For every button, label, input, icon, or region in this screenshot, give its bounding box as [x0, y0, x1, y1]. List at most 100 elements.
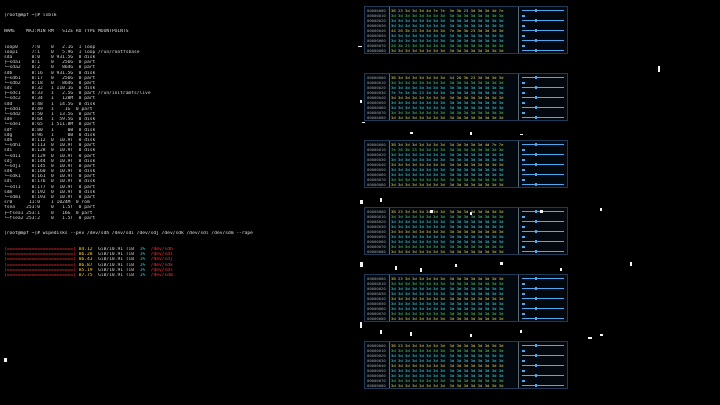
ascii-glyph-bar [522, 183, 564, 187]
ascii-glyph-bar [522, 344, 564, 348]
ascii-glyph-bar [522, 384, 564, 388]
hex-byte-row: 3B 23 3d 3d 3d 4d 7e 7e 3e 3b 23 3d 3d 3… [391, 8, 504, 13]
glitch-fragment [520, 330, 522, 333]
ascii-glyph-bar [522, 240, 564, 244]
hex-address: 00000080 [367, 115, 386, 120]
lsblk-row: sda 8:0 0 931.5G 0 disk [4, 54, 96, 60]
hex-byte-row: 3d 3d 3d 3d 3d 3d 3d 3d 3d 3d 3d 3d 3d 3… [391, 301, 504, 306]
hex-byte-column: 3B 3d 3d 3d 3d 3d 3d 3d 44 20 3b 23 3d 3… [391, 75, 517, 120]
lsblk-header: NAME MAJ:MIN RM SIZE RO TYPE MOUNTPOINTS [4, 29, 129, 34]
glitch-fragment [380, 198, 382, 202]
hex-byte-row: 3d 3d 3d 3d 3d 3d 3d 3d 3d 3d 3d 3d 3d 3… [391, 80, 504, 85]
hex-byte-row: 3d 3d 3d 3d 3d 3d 3d 3d 3d 3d 3d 3d 3d 3… [391, 110, 504, 115]
hex-byte-row: 3d 3d 3d 3d 3d 3d 3d 3d 3d 3d 3d 3d 3d 3… [391, 316, 504, 321]
hex-address: 00000040 [367, 28, 386, 33]
hex-byte-row: 20 3b 23 3d 3d 3d 3d 3d 3d 3d 3d 3d 3d 3… [391, 43, 504, 48]
hex-address: 00000050 [367, 234, 386, 239]
wipe-prompt: [root@mpf ~]# wipedisks --pev /dev/sdh /… [4, 231, 253, 237]
hex-divider [389, 342, 390, 388]
lsblk-row: ├─sda1 8:1 0 256G 0 part [4, 60, 96, 66]
hex-address: 00000080 [367, 48, 386, 53]
glitch-fragment [360, 100, 362, 103]
glitch-fragment [540, 210, 543, 213]
hex-divider [518, 342, 519, 388]
hex-divider [518, 141, 519, 187]
hex-byte-row: 3d 3d 3d 3d 3d 3d 3d 3d 3d 3d 3d 3d 3d 3… [391, 157, 504, 162]
lsblk-row: └─sdd2 8:50 1 13.5G 0 part [4, 112, 96, 118]
hex-byte-row: 3B 23 3d 3d 3d 3d 3d 3d 3d 3d 3d 3d 3d 3… [391, 209, 504, 214]
lsblk-row: fsea 253:0 0 1.5T 0 part [4, 205, 96, 211]
progress-total: GiB/10.91 TiB [98, 262, 135, 268]
lsblk-row: sdi 8:128 0 10.9T 0 disk [4, 148, 96, 154]
hex-byte-row: 3d 3d 3d 3d 3d 3d 3d 3d 3d 3d 3d 3d 3d 3… [391, 38, 504, 43]
progress-device: /dev/sdm [150, 272, 173, 278]
hex-byte-row: 3d 3d 3d 3d 3d 3d 3d 3d 3d 3d 3d 3d 3d 3… [391, 311, 504, 316]
hex-address: 00000030 [367, 23, 386, 28]
hex-byte-row: 3d 3d 3d 3d 3d 3d 3d 3d 3d 3d 3d 3d 3d 3… [391, 368, 504, 373]
hex-byte-row: 3d 3d 3d 3d 3d 3d 3d 3d 3d 3d 3d 3d 3d 3… [391, 234, 504, 239]
glitch-fragment [470, 212, 472, 215]
ascii-glyph-dot [522, 35, 525, 37]
progress-amount: 85.19 [78, 267, 93, 273]
hex-divider [518, 208, 519, 254]
glitch-fragment [395, 266, 397, 270]
hex-byte-row: 3d 3d 3d 3d 3d 3d 3d 3d 3d 3d 3d 3d 3d 3… [391, 244, 504, 249]
hex-address: 00000020 [367, 353, 386, 358]
hex-address: 00000040 [367, 363, 386, 368]
hex-byte-column: 3B 3d 3d 3d 3d 3d 3d 3d 3d 3d 3d 3d 3d 4… [391, 142, 517, 187]
ascii-glyph-dot [522, 303, 525, 305]
ascii-glyph-bar [522, 39, 564, 43]
ascii-glyph-bar [522, 116, 564, 120]
ascii-glyph-bar [522, 49, 564, 53]
hex-byte-row: 3d 3d 3d 3d 3d 3d 3d 3d 3d 3d 3d 3d 3d 3… [391, 214, 504, 219]
glitch-fragment [630, 262, 632, 266]
hex-address: 00000070 [367, 110, 386, 115]
glitch-fragment [360, 262, 363, 267]
hex-byte-row: 3d 3d 3d 3d 3d 3d 3d 3d 3d 3d 3d 3d 3d 3… [391, 229, 504, 234]
hex-divider [389, 208, 390, 254]
hex-byte-row: 3d 3d 3d 3d 3d 3d 3d 3d 3d 3d 3d 3d 3d 3… [391, 249, 504, 254]
progress-total: GiB/10.91 TiB [98, 257, 135, 263]
ascii-glyph-dot [522, 360, 525, 362]
lsblk-row: ├─sdb1 8:17 0 256G 0 part [4, 75, 96, 81]
hex-byte-row: 3d 3d 3d 3d 3d 3d 3d 3d 3d 3d 3d 3d 3d 3… [391, 182, 504, 187]
lsblk-row: └─sdh1 8:113 0 10.9T 0 part [4, 143, 96, 149]
ascii-glyph-bar [522, 86, 564, 90]
hex-address: 00000030 [367, 358, 386, 363]
terminal-output: [root@mpf ~]# lsblk NAME MAJ:MIN RM SIZE… [4, 3, 354, 283]
wipe-progress-row: [========================] 86.28 GiB/10.… [4, 252, 354, 257]
wipe-progress-row: [========================] 84.12 GiB/10.… [4, 247, 354, 252]
progress-bar: [========================] [4, 272, 76, 278]
progress-device: /dev/sdl [150, 267, 173, 273]
ascii-glyph-bar [522, 9, 564, 13]
wipe-progress-row: [========================] 85.19 GiB/10.… [4, 268, 354, 273]
lsblk-row: └─sdl1 8:177 0 10.9T 0 part [4, 184, 96, 190]
hex-address: 00000010 [367, 214, 386, 219]
progress-device: /dev/sdk [150, 262, 173, 268]
hex-address: 00000040 [367, 95, 386, 100]
lsblk-row: └─sdm1 8:193 0 10.9T 0 part [4, 195, 96, 201]
ascii-glyph-dot [522, 15, 525, 17]
hex-address: 00000070 [367, 43, 386, 48]
lsblk-row: sdb 8:16 0 931.5G 0 disk [4, 70, 96, 76]
hex-address: 00000010 [367, 348, 386, 353]
ascii-glyph-bar [522, 173, 564, 177]
ascii-glyph-dot [522, 370, 525, 372]
hex-address: 00000000 [367, 276, 386, 281]
hex-address: 00000030 [367, 224, 386, 229]
glitch-fragment [600, 334, 603, 336]
hex-byte-row: 3B 23 3d 3d 3d 3d 3d 3d 3d 3d 3d 3d 3d 3… [391, 343, 504, 348]
glitch-fragment [362, 122, 365, 123]
glitch-fragment [360, 200, 363, 204]
hex-byte-row: 3B 3d 3d 3d 3d 3d 3d 3d 3d 3d 3d 3d 3d 4… [391, 142, 504, 147]
lsblk-row: sdl 8:176 0 10.9T 0 disk [4, 179, 96, 185]
lsblk-row: ├─fsea1 253:1 0 16G 0 part [4, 210, 93, 216]
hex-address: 00000020 [367, 18, 386, 23]
ascii-glyph-bar [522, 96, 564, 100]
ascii-glyph-dot [522, 236, 525, 238]
